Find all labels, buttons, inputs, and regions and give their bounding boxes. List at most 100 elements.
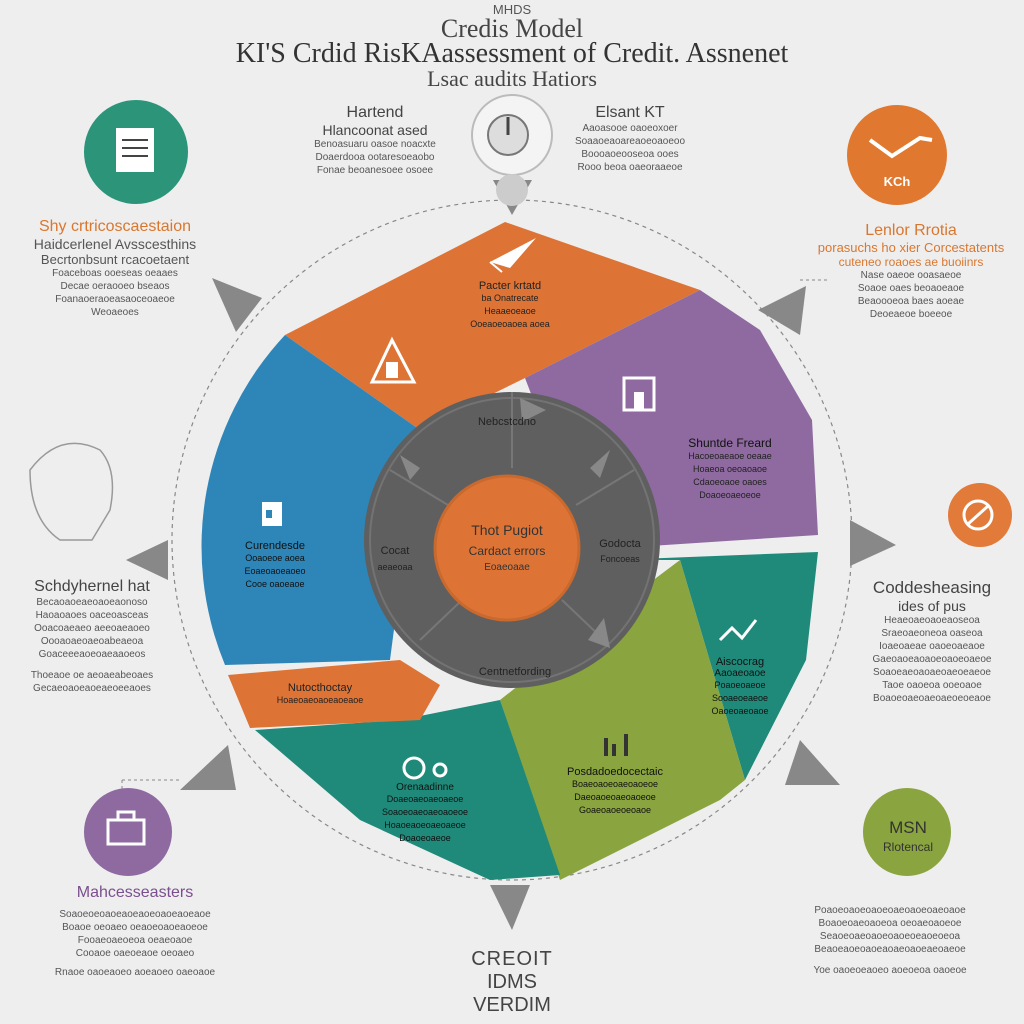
block-line: Becaoaoeaeoaoeaonoso — [36, 597, 148, 608]
block-title: Lenlor Rrotia — [865, 222, 957, 239]
segment-title: Shuntde Freard — [688, 436, 772, 450]
block-line: Boaoeoaeoaeoaeoeoeaoe — [873, 693, 991, 704]
block-line: Heaeoaeoaoeaoseoa — [884, 615, 980, 626]
paper-plane-icon — [489, 238, 536, 273]
header-eyebrow: MHDS — [492, 2, 532, 17]
segment-line: ba Onatrecate — [481, 293, 539, 303]
segment-title: Curendesde — [245, 540, 305, 552]
segment-line: Cooe oaoeaoe — [245, 579, 305, 589]
block-left-upper: Shy crtricoscaestaion Haidcerlenel Avssc… — [10, 218, 220, 319]
block-line: Doaerdooa ootaresoeaobo — [315, 152, 435, 163]
block-bottom-left: Mahcesseasters Soaoeoeoaoeaoeaoeoaoeaoea… — [10, 884, 260, 979]
msn-badge-title: MSN — [889, 818, 927, 837]
segment-line: Doaoeoaeoe — [399, 833, 451, 843]
block-line: Ioaeoaeae oaoeoaeaoe — [879, 641, 985, 652]
segment-orange-left-text: Nutocthoctay Hoaeoaeoaoeaoeaoe — [250, 682, 390, 707]
segment-orange-left — [228, 660, 440, 728]
segment-line: Oaoeoaeoaoe — [711, 706, 769, 716]
segment-line: Doaeoaeoaeoaeoe — [386, 794, 464, 804]
arrow-bottom-icon — [490, 885, 530, 930]
block-subtitle: porasuchs ho xier Corcestatents — [817, 240, 1005, 255]
gears-icon — [402, 756, 448, 780]
arrow-right-middle-icon — [850, 520, 896, 566]
block-line: Haoaoaoes oaceoasceas — [35, 610, 149, 621]
msn-circle — [863, 788, 951, 876]
segment-line: Soaoeoaeoaeoaoeoe — [381, 807, 469, 817]
handshake-icon — [962, 499, 994, 531]
block-top-left: Hartend Hlancoonat ased Benoasuaru oasoe… — [290, 104, 460, 177]
segment-purple-text: Shuntde Freard Hacoeoaeaoe oeaae Hoaeoa … — [660, 436, 800, 502]
block-line: Benoasuaru oasoe noacxte — [314, 139, 436, 150]
ring-arrow-icon — [520, 398, 546, 422]
block-line: Ooacoaeaeo aeeoaeaoeo — [34, 623, 150, 634]
block-subtitle: ides of pus — [898, 598, 966, 614]
center-subtitle: Cardact errors — [468, 544, 546, 558]
block-line: Soaoeoeoaoeaoeaoeoaoeaoeaoe — [59, 909, 211, 920]
block-title: Schdyhernel hat — [34, 578, 150, 595]
segment-line: Ooeaoeoaoea aoea — [470, 319, 550, 329]
block-bottom-right: Poaoeoaoeoaoeoaeoaoeoaeoaoe Boaoeoaeoaoe… — [775, 904, 1005, 977]
block-line: Aaoasooe oaoeoxoer — [582, 123, 678, 134]
segment-teal-right — [612, 552, 818, 780]
block-line: Beaoeaoeoaoeaoaeoaoeaeoaeoe — [814, 944, 966, 955]
block-subtitle: Haidcerlenel Avsscesthins — [33, 236, 197, 252]
segment-line: Eoaeoaoeaoeo — [244, 566, 306, 576]
block-line: Foaceboas ooeseas oeaaes — [52, 268, 178, 279]
arrow-left-lower-icon — [180, 745, 236, 790]
arrow-right-upper-icon — [758, 286, 806, 335]
arrow-left-upper-icon — [212, 278, 262, 332]
block-subtitle: Becrtonbsunt rcacoetaent — [40, 252, 190, 267]
block-line: Goaceeeaoeoaeaaoeos — [38, 649, 146, 660]
block-line: Poaoeoaoeoaoeoaeoaoeoaeoaoe — [814, 905, 966, 916]
block-subtitle: Hlancoonat ased — [322, 122, 428, 138]
top-right-badge-label: KCh — [883, 174, 911, 189]
footer-line: VERDIM — [473, 994, 551, 1016]
segment-line: Sooaeoeaeoe — [711, 693, 769, 703]
segment-line: Goaeoaoeoeoaoe — [578, 805, 652, 815]
block-subtitle: cuteneo roaoes ae buoiinrs — [838, 255, 984, 269]
segment-line: Hoaeoa oeoaoaoe — [692, 464, 768, 474]
segment-line: Daeoaoeoaeoaoeoe — [574, 792, 656, 802]
block-line: Boaoe oeoaeo oeaoeoaoeaoeoe — [62, 922, 208, 933]
segment-line: Hoaeoaeoaoeaoeaoe — [276, 695, 364, 705]
block-title: Hartend — [346, 104, 404, 121]
block-right-upper: Lenlor Rrotia porasuchs ho xier Corcesta… — [806, 222, 1016, 321]
footer-line: IDMS — [487, 971, 537, 993]
footer: CREOIT IDMS VERDIM — [412, 948, 612, 1017]
block-line: Rooo beoa oaeoraaeoe — [577, 162, 683, 173]
block-line: Soaaoeaoareaoeoaoeoo — [574, 136, 686, 147]
block-title: Coddesheasing — [872, 578, 992, 597]
ring-label-right: Godocta — [599, 538, 641, 550]
msn-badge-subtitle: Rlotencal — [882, 840, 934, 854]
block-title: Elsant KT — [595, 104, 665, 121]
block-line: Fonae beoanesoee osoee — [316, 165, 434, 176]
checklist-icon — [116, 128, 154, 172]
block-left-middle: Schdyhernel hat Becaoaoeaeoaoeaonoso Hao… — [4, 578, 180, 695]
plane-badge-icon — [868, 135, 933, 159]
footer-line: CREOIT — [471, 948, 553, 970]
segment-subtitle: Aaoaeoaoe — [714, 668, 766, 679]
segment-blue — [201, 335, 420, 665]
segment-blue-text: Curendesde Ooaoeoe aoea Eoaeoaoeaoeo Coo… — [220, 540, 330, 591]
block-line: Thoeaoe oe aeoaeabeoaes — [30, 670, 154, 681]
block-line: Beaoooeoa baes aoeae — [857, 296, 965, 307]
block-right-middle: Coddesheasing ides of pus Heaeoaeoaoeaos… — [842, 578, 1022, 705]
block-line: Yoe oaoeoeaoeo aoeoeoa oaoeoe — [813, 965, 967, 976]
building-icon — [622, 376, 656, 412]
document-icon — [262, 502, 282, 526]
block-line: Fooaeoaeoeoa oeaeoaoe — [77, 935, 193, 946]
header-subtitle: KI'S Crdid RisKAassessment of Credit. As… — [235, 38, 789, 69]
center-title: Thot Pugiot — [471, 522, 543, 538]
segment-title: Pacter krtatd — [478, 280, 542, 292]
header-title: Credis Model — [440, 14, 584, 43]
block-line: Decae oeraooeo bseaos — [60, 281, 170, 292]
segment-line: Ooaoeoe aoea — [245, 553, 305, 563]
ring-arrow-icon — [590, 450, 610, 478]
block-line: Rnaoe oaoeaoeo aoeaoeo oaeoaoe — [54, 967, 216, 978]
chart-check-icon — [718, 619, 758, 642]
briefcase-icon — [106, 810, 146, 846]
ring-label-top: Nebcstcdno — [477, 416, 537, 428]
block-title: Shy crtricoscaestaion — [38, 218, 192, 235]
block-title: Mahcesseasters — [76, 884, 194, 901]
